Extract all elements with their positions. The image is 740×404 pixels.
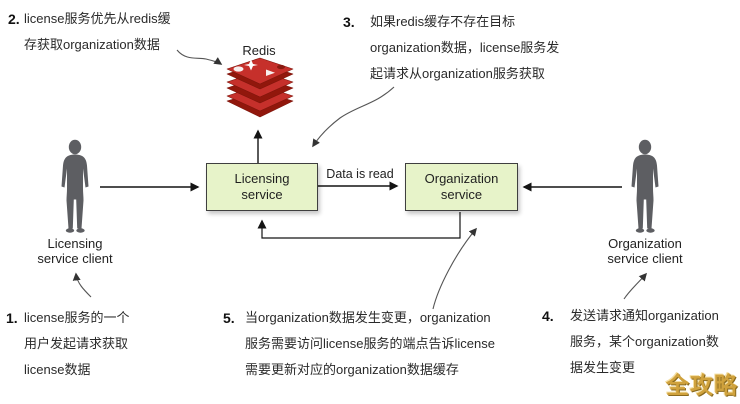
annotation-line: 存获取organization数据 xyxy=(24,37,160,52)
arrow-organization-loopback-to-licensing xyxy=(257,212,461,239)
annotation-line: organization数据，license服务发 xyxy=(370,40,560,55)
organization-client-label: Organization service client xyxy=(585,236,705,266)
arrow-note4-to-organization-client xyxy=(623,272,647,300)
annotation-line: 当organization数据发生变更，organization xyxy=(245,310,491,325)
annotation-step1: 1. license服务的一个 用户发起请求获取 license数据 xyxy=(6,305,129,383)
annotation-line: 据发生变更 xyxy=(570,360,636,375)
step-number: 4. xyxy=(542,308,554,324)
redis-icon xyxy=(226,57,294,118)
arrow-note5-to-organization xyxy=(432,227,477,310)
step-number: 3. xyxy=(343,14,355,30)
data-is-read-label: Data is read xyxy=(326,167,394,181)
step-number: 2. xyxy=(8,11,20,27)
licensing-service-node: Licensing service xyxy=(206,163,318,211)
annotation-line: 发送请求通知organization xyxy=(570,308,719,323)
annotation-step3: 3. 如果redis缓存不存在目标 organization数据，license… xyxy=(343,9,559,87)
node-label-line: service xyxy=(440,187,483,202)
node-label-line: Organization xyxy=(424,171,499,186)
node-label-line: service xyxy=(241,187,283,202)
step-number: 1. xyxy=(6,310,18,326)
organization-service-node: Organization service xyxy=(405,163,518,211)
annotation-step2: 2. license服务优先从redis缓 存获取organization数据 xyxy=(8,6,171,58)
client-label-line: Licensing xyxy=(47,236,103,251)
licensing-client-figure xyxy=(61,139,89,233)
redis-label: Redis xyxy=(242,43,276,58)
annotation-line: license服务优先从redis缓 xyxy=(24,11,171,26)
node-label-line: Licensing xyxy=(234,171,290,186)
annotation-step4: 4. 发送请求通知organization 服务，某个organization数… xyxy=(542,303,719,381)
annotation-line: 服务需要访问license服务的端点告诉license xyxy=(245,336,495,351)
arrow-note2-to-redis xyxy=(176,49,223,65)
client-label-line: Organization xyxy=(608,236,682,251)
arrow-note3-to-data-read xyxy=(312,86,395,148)
client-label-line: service client xyxy=(607,251,683,266)
client-label-line: service client xyxy=(37,251,113,266)
arrow-note1-to-licensing-client xyxy=(72,272,92,298)
annotation-line: 如果redis缓存不存在目标 xyxy=(370,14,516,29)
watermark: 全攻略 xyxy=(666,372,738,398)
organization-client-figure xyxy=(631,139,659,233)
annotation-line: 服务，某个organization数 xyxy=(570,334,719,349)
annotation-line: 用户发起请求获取 xyxy=(24,336,129,351)
licensing-client-label: Licensing service client xyxy=(15,236,135,266)
annotation-line: license数据 xyxy=(24,362,91,377)
annotation-line: 起请求从organization服务获取 xyxy=(370,66,545,81)
annotation-step5: 5. 当organization数据发生变更，organization 服务需要… xyxy=(223,305,495,383)
step-number: 5. xyxy=(223,310,235,326)
annotation-line: license服务的一个 xyxy=(24,310,130,325)
annotation-line: 需要更新对应的organization数据缓存 xyxy=(245,362,459,377)
